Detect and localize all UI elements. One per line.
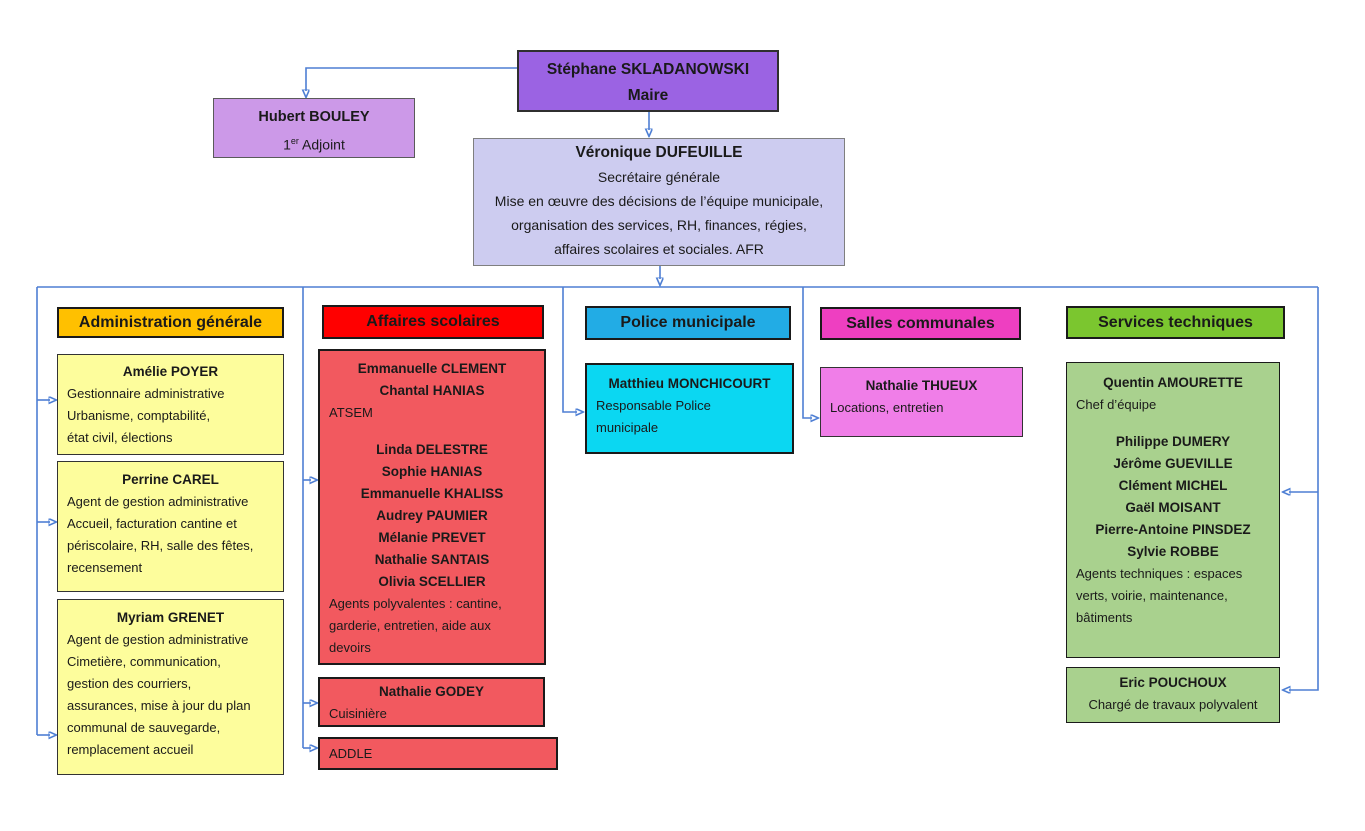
column-header-police-municipale: Police municipale [585,306,791,340]
box-addle: ADDLE [318,737,558,770]
column-header-services-techniques: Services techniques [1066,306,1285,339]
text-line: Secrétaire générale [597,169,721,185]
text-line: affaires scolaires et sociales. AFR [554,241,764,257]
text-line: Gaël MOISANT [1125,500,1221,515]
text-line: Mise en œuvre des décisions de l’équipe … [494,193,824,209]
box-maire: Stéphane SKLADANOWSKI Maire [517,50,779,112]
connector-drop-technique [1289,287,1319,690]
connector-drop-salles [802,287,812,418]
text-line: Responsable Police [596,398,711,413]
column-header-salles-communales: Salles communales [820,307,1021,340]
text-line: Quentin AMOURETTE [1103,375,1243,390]
column-header-affaires-scolaires: Affaires scolaires [322,305,544,339]
text-line: Olivia SCELLIER [378,574,486,589]
text-line: Sophie HANIAS [381,464,483,479]
spacer-line [326,424,538,439]
text-line: bâtiments [1076,610,1133,625]
text-line: Chargé de travaux polyvalent [1088,697,1258,712]
text-line: Jérôme GUEVILLE [1113,456,1233,471]
text-line: Myriam GRENET [116,610,225,625]
text-line: Chef d’équipe [1076,397,1157,412]
column-header-administration-generale: Administration générale [57,307,284,338]
spacer-line [1073,416,1273,431]
text-line: Agent de gestion administrative [67,494,249,509]
box-nathalie-thueux: Nathalie THUEUX Locations, entretien [820,367,1023,437]
text-line: assurances, mise à jour du plan [67,698,251,713]
text-line: Chantal HANIAS [379,383,485,398]
box-matthieu-monchicourt: Matthieu MONCHICOURT Responsable Police mu… [585,363,794,454]
text-line: verts, voirie, maintenance, [1076,588,1228,603]
text-line: Perrine CAREL [122,472,219,487]
text-line: Matthieu MONCHICOURT [608,376,771,391]
text-line: Locations, entretien [830,400,944,415]
text-line: Nathalie SANTAIS [374,552,490,567]
text-line: Linda DELESTRE [376,442,488,457]
text-line: Cuisinière [329,706,387,721]
box-perrine-carel: Perrine CAREL Agent de gestion administra… [57,461,284,592]
box-eric-pouchoux: Eric POUCHOUX Chargé de travaux polyvalen… [1066,667,1280,723]
box-atsem-agents-polyvalentes: Emmanuelle CLEMENT Chantal HANIAS ATSEM Lin… [318,349,546,665]
text-line: Urbanisme, comptabilité, [67,408,211,423]
text-line: Eric POUCHOUX [1119,675,1227,690]
box-myriam-grenet: Myriam GRENET Agent de gestion administra… [57,599,284,775]
text-line: Véronique DUFEUILLE [575,144,743,161]
text-line: ADDLE [329,746,373,761]
text-line: garderie, entretien, aide aux [329,618,491,633]
text-line: devoirs [329,640,371,655]
text-line: remplacement accueil [67,742,194,757]
text-line: Accueil, facturation cantine et [67,516,237,531]
text-line: gestion des courriers, [67,676,192,691]
text-line: recensement [67,560,143,575]
text-line: Stéphane SKLADANOWSKI [546,61,750,78]
text-line: municipale [596,420,659,435]
text-line: communal de sauvegarde, [67,720,221,735]
text-line: Agents techniques : espaces [1076,566,1243,581]
text-line: Hubert BOULEY [258,109,370,125]
text-line: Pierre-Antoine PINSDEZ [1095,522,1251,537]
connector-drop-police [562,287,577,412]
box-nathalie-godey: Nathalie GODEY Cuisinière [318,677,545,727]
text-line: ATSEM [329,405,373,420]
text-line: Clément MICHEL [1118,478,1228,493]
text-line: périscolaire, RH, salle des fêtes, [67,538,254,553]
text-line: organisation des services, RH, finances,… [511,217,807,233]
text-line: Nathalie GODEY [378,684,485,699]
box-premier-adjoint: Hubert BOULEY 1er Adjoint [213,98,415,158]
text-line: Gestionnaire administrative [67,386,225,401]
text-line: Amélie POYER [122,364,219,379]
text-line: Agents polyvalentes : cantine, [329,596,502,611]
text-line: Agent de gestion administrative [67,632,249,647]
text-line: 1er Adjoint [283,136,345,153]
text-line: Mélanie PREVET [378,530,486,545]
text-line: Audrey PAUMIER [376,508,488,523]
text-line: Nathalie THUEUX [865,378,978,393]
connector-maire-to-adjoint [306,67,517,91]
text-line: Sylvie ROBBE [1127,544,1219,559]
text-line: Maire [627,87,669,104]
text-line: Cimetière, communication, [67,654,221,669]
text-line: Emmanuelle CLEMENT [357,361,507,376]
text-line: Philippe DUMERY [1115,434,1231,449]
text-line: état civil, élections [67,430,173,445]
text-line: Emmanuelle KHALISS [360,486,504,501]
